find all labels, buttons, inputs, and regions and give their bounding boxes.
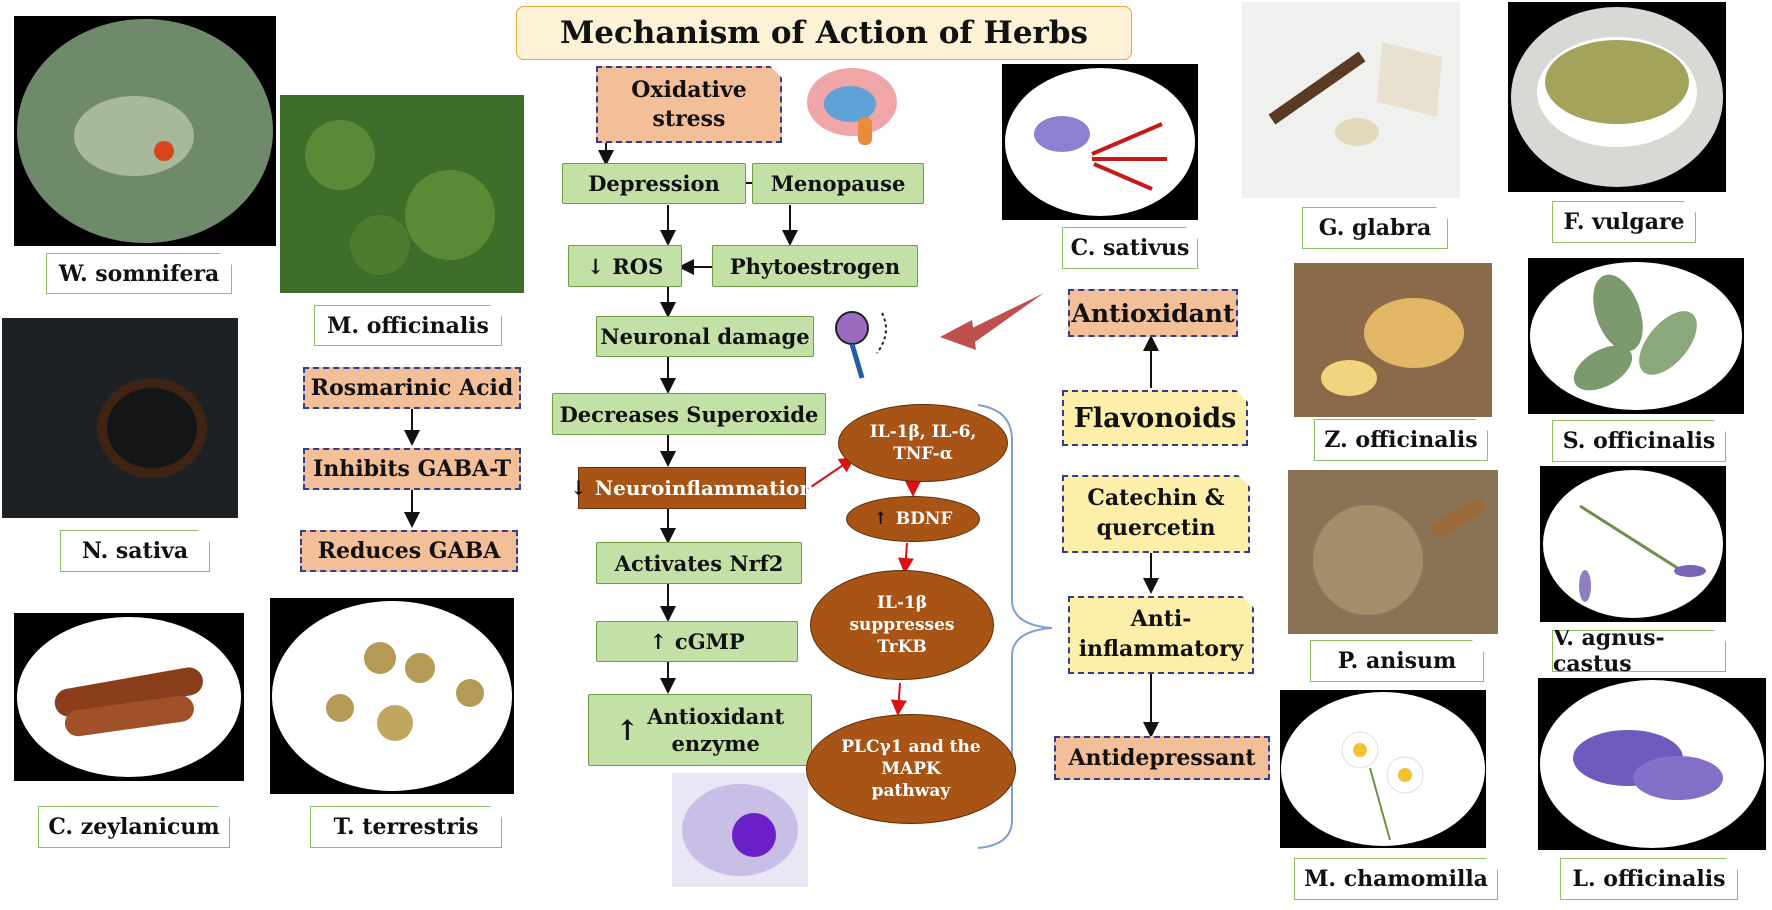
up-arrow-icon: ↑ <box>649 629 667 654</box>
v-agnus-castus-photo <box>1540 466 1726 622</box>
f-vulgare-photo <box>1508 2 1726 192</box>
m-officinalis-photo <box>280 95 524 293</box>
diagram-title: Mechanism of Action of Herbs <box>516 6 1132 60</box>
il-cytokines-line1: IL-1β, IL-6, <box>869 421 977 442</box>
depression-box: Depression <box>562 163 746 204</box>
antioxidant-enzyme-line1: Antioxidant <box>647 703 785 729</box>
rosmarinic-acid-box: Rosmarinic Acid <box>303 367 521 409</box>
il-cytokines-oval: IL-1β, IL-6,TNF-α <box>838 404 1008 482</box>
n-sativa-photo <box>2 318 238 518</box>
s-officinalis-photo <box>1528 258 1744 414</box>
l-officinalis-photo <box>1538 678 1766 850</box>
antioxidant-box: Antioxidant <box>1068 289 1238 337</box>
neuron-icon <box>822 298 912 386</box>
p-anisum-photo <box>1288 470 1498 634</box>
antioxidant-enzyme-box: ↑ Antioxidant enzyme <box>588 694 812 766</box>
bdnf-oval: ↑ BDNF <box>846 496 980 542</box>
neuroinflammation-label: Neuroinflammation <box>594 476 814 500</box>
il1b-line3: TrKB <box>877 637 927 658</box>
ros-label: ROS <box>612 253 664 279</box>
anti-inflammatory-line2: inflammatory <box>1078 636 1244 662</box>
neuroinflammation-box: ↓ Neuroinflammation <box>570 467 814 509</box>
down-arrow-icon: ↓ <box>570 476 587 500</box>
antioxidant-enzyme-line2: enzyme <box>671 731 760 756</box>
plc-line3: pathway <box>871 781 951 802</box>
p-anisum-label: P. anisum <box>1310 640 1484 682</box>
g-glabra-photo <box>1242 2 1460 198</box>
c-zeylanicum-label: C. zeylanicum <box>38 806 230 848</box>
up-arrow-icon: ↑ <box>873 508 888 529</box>
catechin-quercetin-box: Catechin & quercetin <box>1062 475 1250 553</box>
cgmp-label: cGMP <box>674 629 745 654</box>
m-chamomilla-photo <box>1280 690 1486 848</box>
n-sativa-label: N. sativa <box>60 530 210 572</box>
anti-inflammatory-box: Anti- inflammatory <box>1068 596 1254 674</box>
brain-icon <box>802 62 900 148</box>
cell-icon <box>672 773 808 887</box>
v-agnus-castus-label: V. agnus-castus <box>1552 630 1726 672</box>
f-vulgare-label: F. vulgare <box>1552 201 1696 243</box>
ros-box: ↓ ROS <box>568 245 682 287</box>
plc-line2: MAPK <box>881 758 941 779</box>
inhibits-gaba-t-box: Inhibits GABA-T <box>303 448 521 490</box>
s-officinalis-label: S. officinalis <box>1552 420 1726 462</box>
up-arrow-icon: ↑ <box>615 713 640 747</box>
cgmp-box: ↑ cGMP <box>596 621 798 662</box>
activates-nrf2-box: Activates Nrf2 <box>596 542 802 584</box>
il1b-line1: IL-1β <box>876 592 928 613</box>
c-sativus-label: C. sativus <box>1062 227 1198 269</box>
anti-inflammatory-line1: Anti- <box>1130 606 1192 633</box>
l-officinalis-label: L. officinalis <box>1560 858 1738 900</box>
m-chamomilla-label: M. chamomilla <box>1294 858 1498 900</box>
t-terrestris-photo <box>270 598 514 794</box>
bdnf-label: BDNF <box>895 508 953 529</box>
il1b-line2: suppresses <box>849 614 955 635</box>
phytoestrogen-box: Phytoestrogen <box>712 245 918 287</box>
decreases-superoxide-box: Decreases Superoxide <box>552 393 826 435</box>
oxidative-stress-line2: stress <box>652 105 726 132</box>
down-arrow-icon: ↓ <box>586 253 605 279</box>
antidepressant-box: Antidepressant <box>1054 736 1270 780</box>
z-officinalis-photo <box>1294 263 1492 417</box>
oxidative-stress-line1: Oxidative <box>631 76 747 103</box>
catechin-line1: Catechin & <box>1087 485 1225 512</box>
t-terrestris-label: T. terrestris <box>310 806 502 848</box>
il-cytokines-line2: TNF-α <box>893 444 953 464</box>
plc-line1: PLCγ1 and the <box>841 736 981 757</box>
menopause-box: Menopause <box>752 163 924 204</box>
c-sativus-photo <box>1002 64 1198 220</box>
c-zeylanicum-photo <box>14 613 244 781</box>
neuronal-damage-box: Neuronal damage <box>596 316 814 357</box>
z-officinalis-label: Z. officinalis <box>1314 419 1488 461</box>
catechin-line2: quercetin <box>1096 515 1216 541</box>
oxidative-stress-box: Oxidative stress <box>596 66 782 143</box>
flavonoids-box: Flavonoids <box>1062 390 1248 446</box>
w-somnifera-photo <box>14 16 276 246</box>
g-glabra-label: G. glabra <box>1302 207 1448 249</box>
m-officinalis-label: M. officinalis <box>314 305 502 346</box>
reduces-gaba-box: Reduces GABA <box>300 530 518 572</box>
w-somnifera-label: W. somnifera <box>46 253 232 294</box>
